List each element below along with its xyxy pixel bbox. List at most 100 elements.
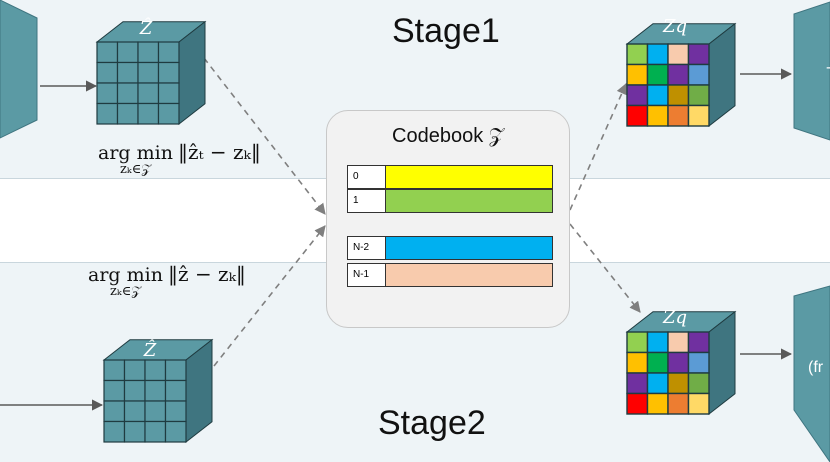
cube-cell — [667, 351, 690, 374]
cube-cell — [687, 43, 710, 66]
cube-cell — [123, 400, 146, 423]
cube-cell — [164, 379, 187, 402]
decoder-top-label: - — [826, 59, 830, 76]
dashed-arrow-zhat-bottom-to-codebook — [213, 225, 326, 367]
codebook-vector — [385, 263, 553, 287]
cube-cell — [116, 61, 139, 84]
cube-cell — [123, 420, 146, 443]
codebook-panel: Codebook 𝒵 0 1 N-2 N-1 — [326, 110, 570, 328]
cube-cell — [646, 43, 669, 66]
cube-cell — [646, 331, 669, 354]
cube-cell — [103, 400, 126, 423]
cube-cell — [646, 351, 669, 374]
decoder-block-top — [793, 1, 830, 141]
codebook-entry: N-1 — [347, 263, 553, 287]
zhat-top-label: Ẑ — [139, 16, 153, 39]
cube-cell — [103, 379, 126, 402]
cube-cell — [646, 392, 669, 415]
cube-cell — [137, 61, 160, 84]
equation-top-op: arg min — [98, 142, 173, 164]
dashed-arrow-codebook-to-zq-top — [569, 82, 628, 211]
cube-cell — [164, 420, 187, 443]
cube-cell — [646, 84, 669, 107]
cube-cell — [687, 104, 710, 127]
cube-cell — [687, 392, 710, 415]
stage1-title: Stage1 — [392, 12, 500, 50]
decoder-block-bottom — [793, 285, 830, 462]
cube-cell — [667, 63, 690, 86]
cube-cell — [667, 331, 690, 354]
cube-cell — [96, 82, 119, 105]
equation-top: arg min zₖ∈𝒵 ‖ẑₜ − zₖ‖ — [98, 140, 261, 177]
cube-cell — [123, 359, 146, 382]
cube-cell — [687, 351, 710, 374]
codebook-vector — [385, 236, 553, 260]
codebook-index: 1 — [347, 189, 390, 213]
cube-cell — [116, 102, 139, 125]
cube-cell — [626, 372, 649, 395]
equation-bottom-sub: zₖ∈𝒵 — [110, 284, 142, 299]
cube-cell — [137, 41, 160, 64]
cube-cell — [164, 400, 187, 423]
cube-cell — [667, 104, 690, 127]
cube-cell — [646, 372, 669, 395]
equation-top-sub: zₖ∈𝒵 — [120, 162, 152, 177]
codebook-title: Codebook 𝒵 — [392, 125, 504, 147]
cube-cell — [144, 420, 167, 443]
cube-cell — [96, 102, 119, 125]
zq-top-label: Zq — [662, 16, 687, 37]
cube-cell — [96, 61, 119, 84]
codebook-entry: 1 — [347, 189, 553, 213]
equation-top-expr: ‖ẑₜ − zₖ‖ — [178, 140, 261, 164]
cube-cell — [144, 359, 167, 382]
cube-cell — [103, 420, 126, 443]
cube-cell — [116, 82, 139, 105]
cube-cell — [96, 41, 119, 64]
equation-bottom-expr: ‖ẑ − zₖ‖ — [168, 262, 246, 286]
cube-cell — [626, 63, 649, 86]
equation-bottom-op: arg min — [88, 264, 163, 286]
cube-cell — [687, 372, 710, 395]
dashed-arrow-codebook-to-zq-bottom — [569, 223, 641, 313]
cube-cell — [667, 392, 690, 415]
encoder-block-top — [0, 0, 38, 139]
codebook-entry: N-2 — [347, 236, 553, 260]
codebook-vector — [385, 165, 553, 189]
cube-cell — [103, 359, 126, 382]
cube-cell — [667, 84, 690, 107]
cube-cell — [626, 331, 649, 354]
cube-cell — [626, 43, 649, 66]
cube-cell — [626, 392, 649, 415]
stage2-title: Stage2 — [378, 404, 486, 442]
cube-cell — [157, 102, 180, 125]
cube-cell — [157, 61, 180, 84]
cube-cell — [144, 379, 167, 402]
zhat-cube-top — [95, 20, 207, 126]
cube-cell — [137, 102, 160, 125]
codebook-index: 0 — [347, 165, 390, 189]
cube-cell — [687, 84, 710, 107]
cube-cell — [687, 63, 710, 86]
cube-cell — [646, 104, 669, 127]
codebook-entry: 0 — [347, 165, 553, 189]
cube-cell — [626, 351, 649, 374]
cube-cell — [157, 41, 180, 64]
codebook-vector — [385, 189, 553, 213]
cube-cell — [667, 372, 690, 395]
cube-cell — [116, 41, 139, 64]
cube-cell — [646, 63, 669, 86]
zhat-cube-bottom — [102, 338, 214, 444]
codebook-index: N-1 — [347, 263, 390, 287]
cube-cell — [164, 359, 187, 382]
codebook-index: N-2 — [347, 236, 390, 260]
cube-cell — [626, 84, 649, 107]
decoder-bottom-label: (fr — [808, 359, 824, 376]
dashed-arrow-zhat-top-to-codebook — [203, 57, 326, 215]
zq-cube-top — [625, 22, 737, 128]
cube-cell — [123, 379, 146, 402]
zhat-bottom-label: Ẑ — [143, 338, 157, 361]
zq-cube-bottom — [625, 310, 737, 416]
cube-cell — [667, 43, 690, 66]
